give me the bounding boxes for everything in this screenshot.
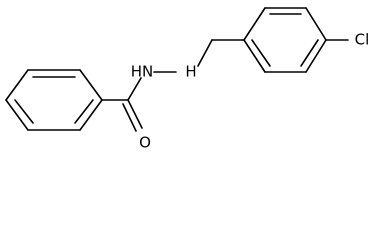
- ring2-inner-2: [300, 39, 319, 67]
- chlorine-label: Cl: [355, 31, 370, 49]
- structure-diagram: O HN H Cl: [5, 7, 370, 151]
- nh-right-label: H: [185, 63, 196, 81]
- ring1-bond-6: [5, 99, 29, 131]
- ring1-inner-2: [74, 99, 94, 124]
- carbonyl-group: [101, 77, 143, 132]
- molecule-canvas: O HN H Cl: [5, 7, 370, 151]
- ring1-bond-3: [79, 69, 103, 101]
- benzoyl-ring: [5, 69, 103, 131]
- ring1-bond-1: [5, 69, 29, 101]
- carbonyl-to-oxygen-bond-2: [122, 103, 137, 132]
- ring2-bond-1: [243, 39, 266, 73]
- chlorophenyl-ring: [243, 7, 327, 73]
- nh-to-ch2-bond: [197, 39, 213, 67]
- ring2-bond-3: [305, 39, 327, 73]
- ring1-inner-3: [14, 99, 34, 124]
- ring1-bond-4: [79, 99, 103, 131]
- carbonyl-to-nh-bond: [127, 77, 142, 101]
- methylene-linker: [197, 39, 245, 67]
- ring2-bond-6: [243, 7, 266, 41]
- nh-left-label: HN: [131, 63, 154, 81]
- oxygen-label: O: [139, 134, 151, 151]
- ring2-bond-4: [305, 7, 327, 41]
- ring2-inner-1: [251, 39, 271, 67]
- carbonyl-to-oxygen-bond-1: [127, 99, 143, 129]
